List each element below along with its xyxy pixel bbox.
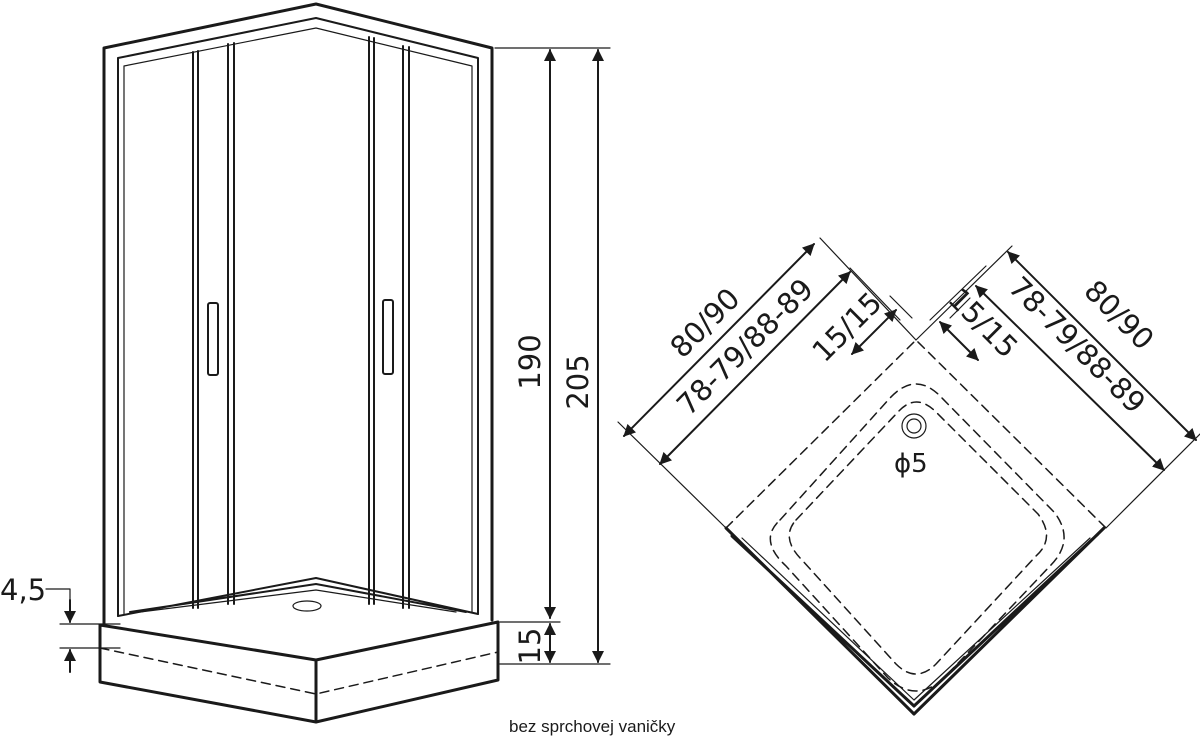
tray-hidden-edge — [99, 647, 499, 695]
front-glass-left — [724, 526, 916, 716]
caption: bez sprchovej vaničky — [509, 717, 676, 736]
label-drain: ϕ5 — [894, 449, 928, 479]
label-15: 15 — [513, 628, 547, 665]
front-glass-right — [912, 526, 1106, 716]
left-door-stiles — [192, 42, 235, 609]
label-190: 190 — [513, 334, 547, 389]
right-handle-icon — [382, 299, 394, 375]
basin-inner — [788, 401, 1048, 675]
top-view: ϕ5 80/90 78-79/88-89 15/15 80/90 78-79/8… — [617, 237, 1200, 716]
tray-base — [98, 620, 500, 724]
front-dimensions: 190 205 15 4,5 — [0, 47, 611, 673]
left-handle-icon — [207, 302, 219, 376]
drain-circle-icon — [901, 413, 927, 439]
drain-icon — [292, 600, 322, 612]
tray-outline — [725, 339, 1107, 529]
frame-inner — [117, 17, 479, 617]
right-door-stiles — [368, 36, 410, 609]
frame-outer — [102, 2, 494, 627]
label-4-5: 4,5 — [0, 573, 46, 607]
basin-outer — [769, 383, 1065, 692]
front-view — [98, 2, 500, 724]
tray-rim — [117, 577, 479, 617]
label-205: 205 — [561, 354, 595, 409]
